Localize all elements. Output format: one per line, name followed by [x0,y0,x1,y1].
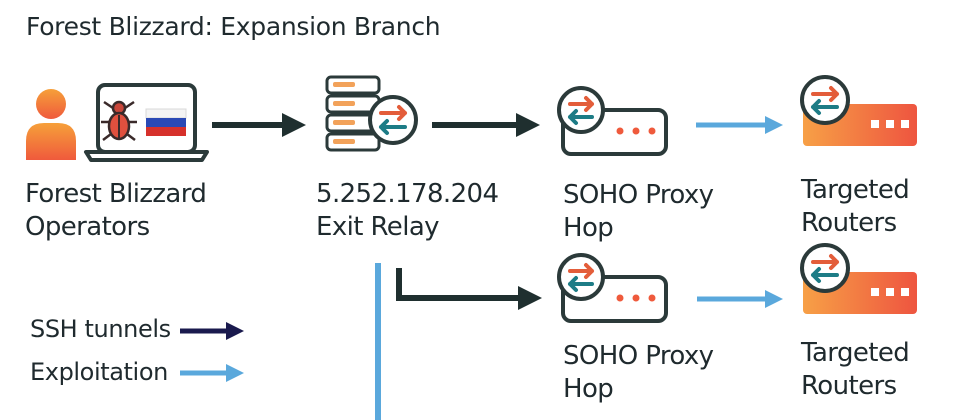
target-top-label-line1: Targeted [801,175,910,205]
relay-server-icon [325,75,418,152]
legend-exploit-label: Exploitation [30,358,168,386]
proxy-bottom-label: SOHO Proxy Hop [563,340,714,406]
operators-label-line1: Forest Blizzard [25,179,207,209]
proxy-top-label: SOHO Proxy Hop [563,179,714,245]
bug-icon [101,100,137,141]
target-bottom-label: Targeted Routers [801,337,910,403]
target-top-label-line2: Routers [801,208,897,238]
arrow-operators-to-relay [212,113,306,137]
legend-ssh-arrow [180,322,244,340]
target-bottom-label-line2: Routers [801,371,897,401]
target-bottom-icon [800,243,917,314]
russia-flag-icon [145,108,187,136]
proxy-top-label-line1: SOHO Proxy [563,180,714,210]
target-bottom-label-line1: Targeted [801,338,910,368]
operators-label: Forest Blizzard Operators [25,178,207,244]
arrow-proxy-top-to-target [696,116,783,134]
proxy-top-label-line2: Hop [563,213,614,243]
arrow-proxy-bottom-to-target [697,290,783,308]
proxy-bottom-label-line2: Hop [563,374,614,404]
page-title: Forest Blizzard: Expansion Branch [26,12,441,41]
legend-exploit-arrow [180,364,244,382]
arrow-relay-to-proxy-bottom [396,268,542,310]
target-top-label: Targeted Routers [801,174,910,240]
operators-label-line2: Operators [25,212,150,242]
proxy-bottom-label-line1: SOHO Proxy [563,341,714,371]
relay-label: 5.252.178.204 Exit Relay [316,178,499,244]
arrow-relay-to-proxy-top [432,113,540,137]
relay-label-line1: 5.252.178.204 [316,179,499,209]
proxy-bottom-icon [557,253,668,323]
target-top-icon [800,75,917,146]
proxy-top-icon [557,86,668,156]
person-icon [26,89,76,160]
relay-label-line2: Exit Relay [316,212,440,242]
legend-ssh-label: SSH tunnels [30,315,171,343]
operators-node [26,83,209,162]
